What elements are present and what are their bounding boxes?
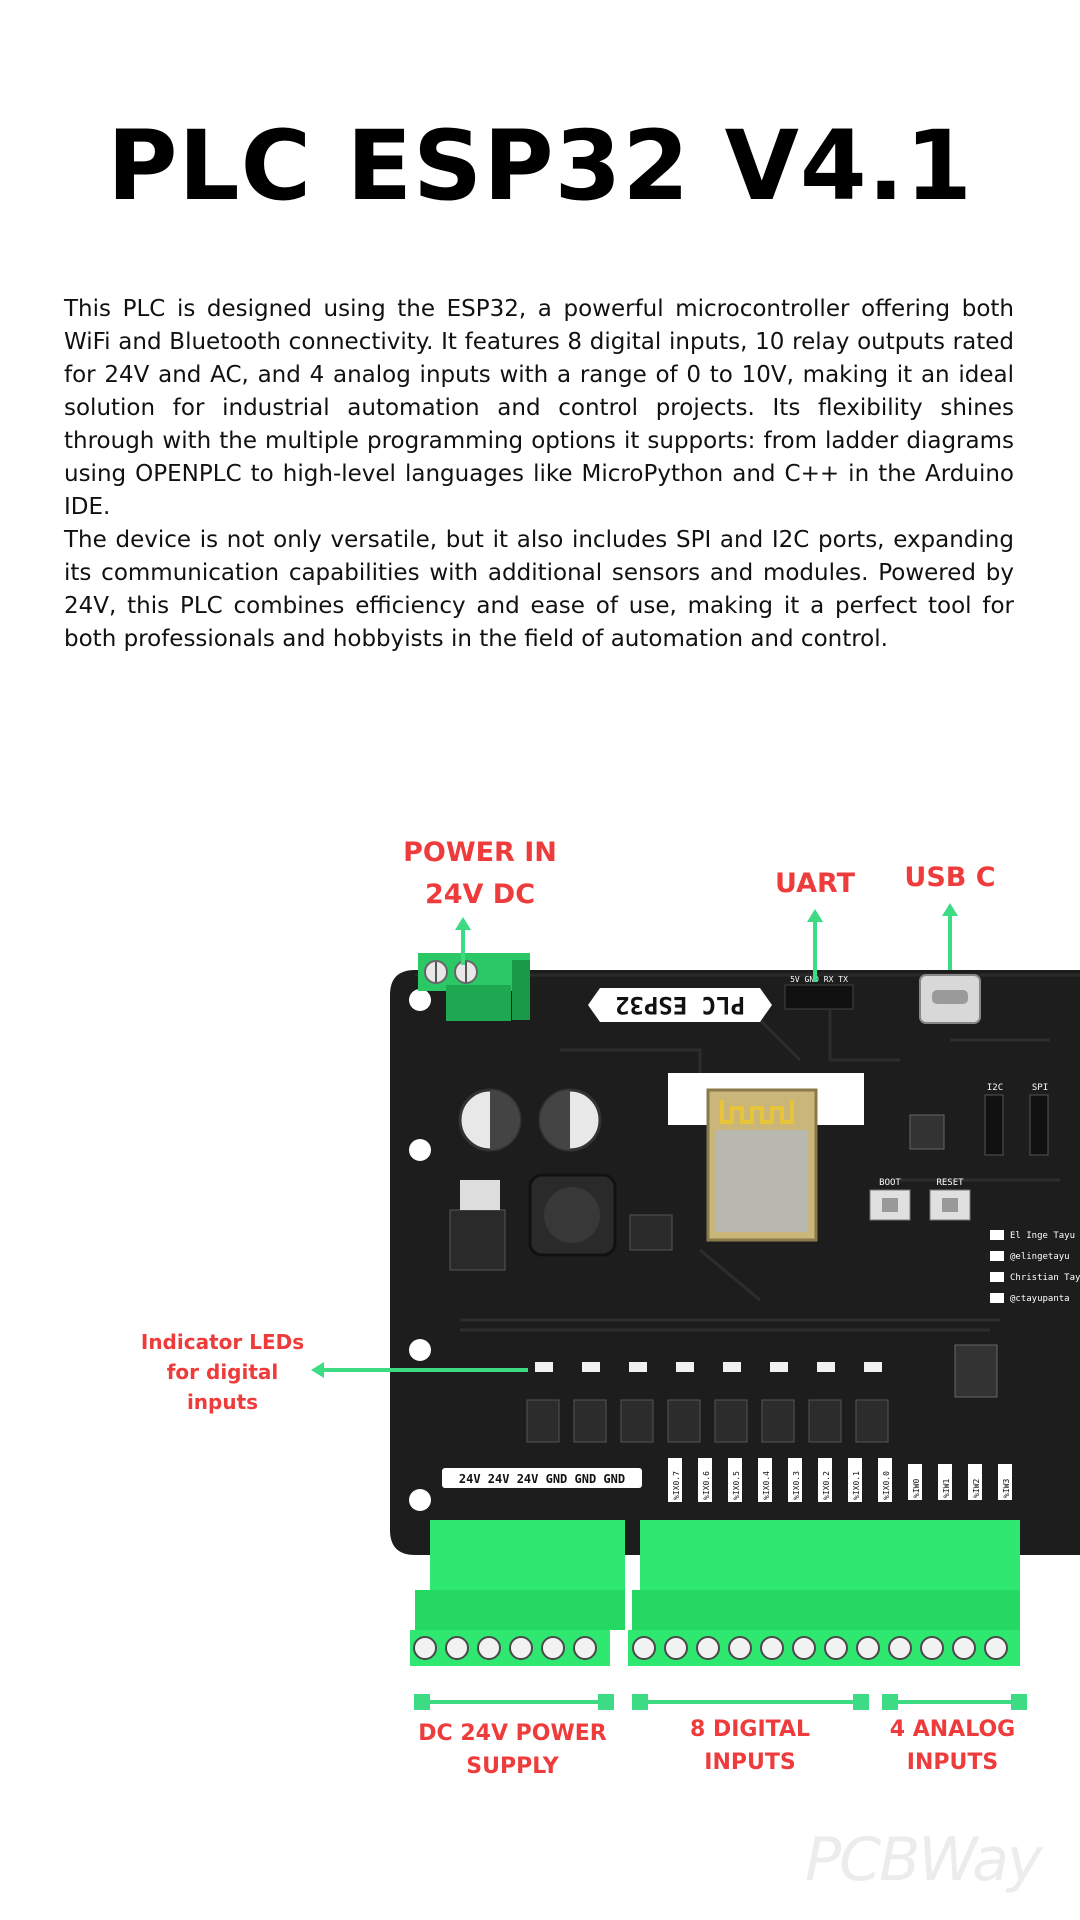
power-in-line2: 24V DC	[424, 879, 536, 910]
callout-arrows	[311, 903, 958, 1378]
analog-pin-labels: %IW0 %IW1 %IW2 %IW3	[908, 1464, 1012, 1500]
svg-text:%IX0.0: %IX0.0	[882, 1471, 891, 1500]
esp32-module	[706, 1088, 818, 1242]
svg-text:%IX0.4: %IX0.4	[762, 1471, 771, 1500]
input-optocouplers	[526, 1399, 889, 1443]
terminal-screws	[413, 1636, 1008, 1660]
svg-text:%IW0: %IW0	[912, 1479, 921, 1498]
svg-text:%IX0.6: %IX0.6	[702, 1471, 711, 1500]
svg-text:%IX0.2: %IX0.2	[822, 1471, 831, 1500]
intro-paragraph: This PLC is designed using the ESP32, a …	[64, 296, 1014, 520]
reset-button	[929, 1189, 971, 1221]
svg-text:%IX0.5: %IX0.5	[732, 1471, 741, 1500]
indicator-line1: Indicator LEDs	[140, 1330, 305, 1354]
boot-label: BOOT	[879, 1178, 901, 1188]
i2c-label: I2C	[987, 1083, 1003, 1093]
svg-text:%IX0.3: %IX0.3	[792, 1471, 801, 1500]
usb-c-label: USB C	[904, 862, 996, 893]
power-in-terminal	[418, 953, 530, 1021]
terminal-block-power	[410, 1520, 625, 1666]
indicator-leds	[535, 1362, 882, 1372]
digital-inputs-label: 8 DIGITAL INPUTS	[655, 1713, 845, 1779]
social-linkedin: Christian Tayupanta	[1010, 1273, 1080, 1283]
mounting-holes	[409, 989, 431, 1511]
svg-text:%IW1: %IW1	[942, 1479, 951, 1498]
svg-text:%IW3: %IW3	[1002, 1479, 1011, 1498]
dc-power-supply-label: DC 24V POWER SUPPLY	[405, 1717, 620, 1783]
dc-power-line1: DC 24V POWER	[418, 1721, 607, 1746]
analog-line1: 4 ANALOG	[889, 1717, 1016, 1742]
indicator-line3: inputs	[186, 1390, 259, 1414]
power-in-line1: POWER IN	[403, 837, 557, 868]
features-paragraph: The device is not only versatile, but it…	[64, 527, 1014, 652]
capacitors	[458, 1088, 602, 1152]
spi-label: SPI	[1032, 1083, 1048, 1093]
input-pin-labels: %IX0.7 %IX0.6 %IX0.5 %IX0.4 %IX0.3 %IX0.…	[668, 1458, 892, 1502]
pcbway-watermark: PCBWay	[805, 1825, 1043, 1895]
social-instagram: @elingetayu	[1010, 1252, 1070, 1262]
power-pin-labels: 24V 24V 24V GND GND GND	[459, 1472, 625, 1486]
svg-text:%IW2: %IW2	[972, 1479, 981, 1498]
board-silkscreen: PLC ESP32	[615, 991, 745, 1019]
bracket-lines	[414, 1694, 1027, 1710]
analog-line2: INPUTS	[906, 1750, 999, 1775]
power-in-label: POWER IN 24V DC	[380, 832, 580, 916]
indicator-leds-label: Indicator LEDs for digital inputs	[130, 1327, 315, 1417]
analog-inputs-label: 4 ANALOG INPUTS	[870, 1713, 1035, 1779]
svg-text:%IX0.1: %IX0.1	[852, 1471, 861, 1500]
dc-power-line2: SUPPLY	[466, 1754, 559, 1779]
page-title: PLC ESP32 V4.1	[107, 110, 973, 222]
digital-line2: INPUTS	[704, 1750, 796, 1775]
reset-label: RESET	[936, 1178, 964, 1188]
svg-text:%IX0.7: %IX0.7	[672, 1471, 681, 1500]
social-handle: @ctayupanta	[1010, 1294, 1070, 1304]
indicator-line2: for digital	[166, 1360, 279, 1384]
uart-pin-labels: 5V GND RX TX	[790, 975, 848, 984]
uart-label: UART	[775, 868, 855, 899]
social-youtube: El Inge Tayu	[1010, 1231, 1075, 1241]
digital-line1: 8 DIGITAL	[689, 1717, 810, 1742]
